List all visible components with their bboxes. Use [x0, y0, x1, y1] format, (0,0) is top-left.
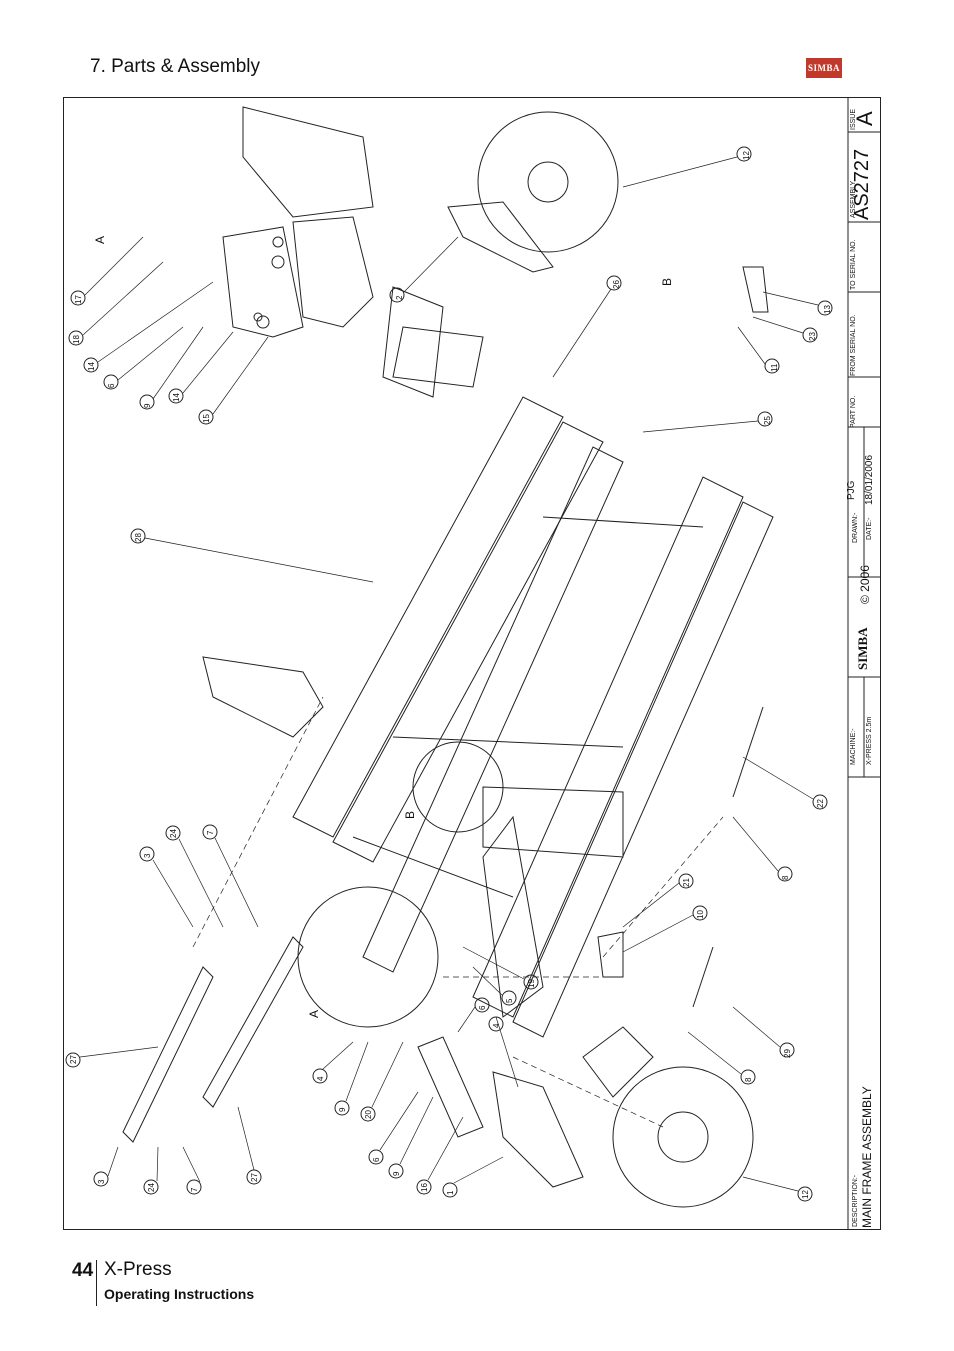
callout-4-a: 4 [492, 1023, 501, 1028]
callout-8-b: 8 [744, 1077, 753, 1082]
callout-7-b: 7 [190, 1187, 199, 1192]
callout-17: 17 [74, 295, 83, 304]
explode-lines [192, 696, 724, 1128]
top-disc [447, 111, 619, 273]
leader-lines [79, 156, 819, 1192]
callout-3-b: 3 [97, 1179, 106, 1184]
footer-divider [96, 1260, 97, 1306]
callout-9-b: 9 [338, 1107, 347, 1112]
callout-18: 18 [72, 335, 81, 344]
callout-29: 29 [783, 1049, 792, 1058]
callout-11: 11 [770, 363, 779, 372]
description-text: MAIN FRAME ASSEMBLY [860, 1086, 874, 1228]
right-components [597, 266, 769, 1008]
callout-10: 10 [696, 910, 705, 919]
callout-8-a: 8 [781, 875, 790, 880]
main-frame [202, 286, 774, 1038]
bottom-disc [492, 1026, 754, 1208]
detail-circle-a [297, 886, 439, 1028]
machine-value: X-PRESS 2.5m [866, 716, 873, 765]
callout-6-c: 6 [372, 1157, 381, 1162]
callout-14-a: 14 [87, 362, 96, 371]
title-block [847, 97, 881, 1230]
side-arms [122, 936, 484, 1143]
section-title: 7. Parts & Assembly [90, 56, 261, 77]
callout-14-b: 14 [172, 393, 181, 402]
issue-value: A [852, 111, 877, 126]
callout-27-a: 27 [69, 1055, 78, 1064]
callout-4-b: 4 [316, 1076, 325, 1081]
callout-6-a: 6 [107, 383, 116, 388]
callout-3-a: 3 [143, 853, 152, 858]
callout-12-top: 12 [742, 151, 751, 160]
callout-markers [65, 146, 833, 1202]
from-serial-label: FROM SERIAL NO. [850, 314, 857, 376]
detail-label-b-mid: B [403, 810, 417, 819]
exploded-assembly-drawing [65, 97, 881, 1230]
part-no-label: PART NO. [850, 395, 857, 428]
callout-9-c: 9 [392, 1171, 401, 1176]
callout-20: 20 [364, 1110, 373, 1119]
callout-15: 15 [202, 414, 211, 423]
callout-5: 5 [505, 998, 514, 1003]
callout-27-b: 27 [250, 1173, 259, 1182]
document-subtitle: Operating Instructions [104, 1286, 255, 1302]
detail-label-a-top: A [93, 235, 107, 244]
copyright: © 2006 [858, 565, 872, 604]
to-serial-label: TO SERIAL NO. [850, 239, 857, 290]
callout-26: 26 [612, 280, 621, 289]
callout-21: 21 [682, 878, 691, 887]
simba-logo: SIMBA [806, 58, 842, 78]
callout-7-a: 7 [206, 830, 215, 835]
callout-19: 19 [527, 979, 536, 988]
assembly-number: AS2727 [851, 148, 873, 220]
drawn-value: PJG [846, 480, 857, 500]
callout-13: 13 [823, 305, 832, 314]
description-label: DESCRIPTION:- [852, 1174, 859, 1227]
callout-23: 23 [808, 332, 817, 341]
callout-9-a: 9 [143, 403, 152, 408]
detail-label-a-bottom: A [307, 1009, 321, 1018]
date-value: 18/01/2006 [864, 454, 875, 505]
detail-label-b-top: B [660, 277, 674, 286]
drawn-label: DRAWN:- [852, 512, 859, 543]
callout-1: 1 [446, 1190, 455, 1195]
callout-24-a: 24 [169, 829, 178, 838]
callout-24-b: 24 [147, 1183, 156, 1192]
callout-12-bottom: 12 [801, 1190, 810, 1199]
page-number: 44 [72, 1260, 94, 1281]
linkage-parts [222, 106, 374, 338]
machine-label: MACHINE:- [850, 728, 857, 765]
date-label: DATE:- [866, 517, 873, 540]
callout-28: 28 [134, 533, 143, 542]
callout-25: 25 [763, 416, 772, 425]
detail-circle-b [412, 741, 504, 833]
callout-22: 22 [816, 799, 825, 808]
title-block-logo: SIMBA [855, 627, 870, 670]
callout-6-b: 6 [478, 1005, 487, 1010]
callout-2: 2 [395, 295, 404, 300]
drawing-frame [63, 97, 881, 1230]
callout-16: 16 [420, 1183, 429, 1192]
product-name: X-Press [104, 1259, 172, 1280]
